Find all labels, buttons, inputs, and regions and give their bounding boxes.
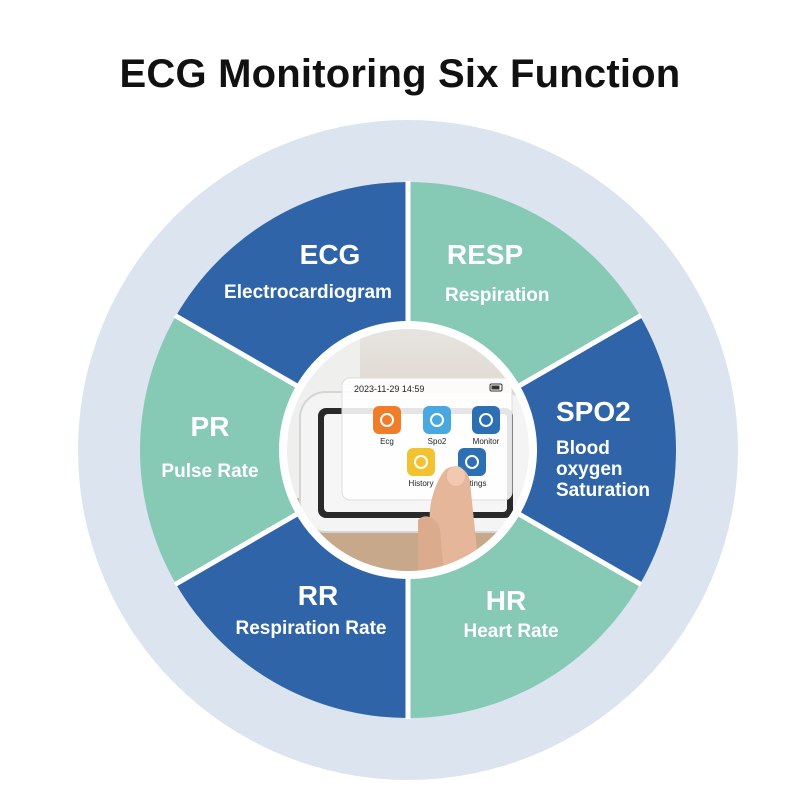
drop-icon-glyph xyxy=(430,413,444,427)
segment-pr-subtitle: Pulse Rate xyxy=(161,461,258,482)
device-app-label: History xyxy=(409,479,434,488)
gear-icon-glyph xyxy=(465,455,479,469)
heart-ecg-icon-glyph xyxy=(380,413,394,427)
history-icon xyxy=(407,448,435,476)
battery-icon xyxy=(489,383,503,392)
device-app-label: Settings xyxy=(458,479,487,488)
monitor-icon-glyph xyxy=(479,413,493,427)
device-app-monitor[interactable]: Monitor xyxy=(472,406,500,446)
segment-divider xyxy=(515,510,643,587)
device-app-label: Spo2 xyxy=(428,437,447,446)
heart-ecg-icon xyxy=(373,406,401,434)
device-app-spo2[interactable]: Spo2 xyxy=(423,406,451,446)
page-title: ECG Monitoring Six Function xyxy=(119,52,681,96)
segment-hr-title: HR xyxy=(486,585,526,616)
segment-pr xyxy=(140,316,300,584)
drop-icon xyxy=(423,406,451,434)
segment-rr-subtitle: Respiration Rate xyxy=(236,618,387,639)
segment-spo2-subtitle: Blood xyxy=(556,438,610,459)
history-icon-glyph xyxy=(414,455,428,469)
segments-layer: ECG Electrocardiogram RESP RespirationSPO2B… xyxy=(140,182,676,718)
segment-divider xyxy=(173,313,301,390)
segment-ecg-subtitle: Electrocardiogram xyxy=(224,282,392,303)
monitor-icon xyxy=(472,406,500,434)
segment-ecg-title: ECG xyxy=(300,239,361,270)
segment-spo2-subtitle: Saturation xyxy=(556,480,650,501)
segment-spo2-subtitle: oxygen xyxy=(556,459,623,480)
segment-divider xyxy=(173,510,301,587)
segment-spo2 xyxy=(516,316,676,584)
gear-icon xyxy=(458,448,486,476)
device-app-label: Ecg xyxy=(380,437,394,446)
segment-spo2-title: SPO2 xyxy=(556,396,631,427)
segment-pr-title: PR xyxy=(191,411,230,442)
device-app-ecg[interactable]: Ecg xyxy=(373,406,401,446)
segment-divider xyxy=(515,313,643,390)
segment-rr-title: RR xyxy=(298,580,338,611)
segment-hr-subtitle: Heart Rate xyxy=(463,621,558,642)
segment-dividers xyxy=(173,181,643,719)
segment-resp-subtitle: Respiration xyxy=(445,285,550,306)
finger-image xyxy=(418,466,478,575)
device-app-settings[interactable]: Settings xyxy=(458,448,487,488)
segment-resp-title: RESP xyxy=(447,239,523,270)
device-app-history[interactable]: History xyxy=(407,448,435,488)
device-datetime: 2023-11-29 14:59 xyxy=(354,384,424,394)
device-app-label: Monitor xyxy=(473,437,500,446)
